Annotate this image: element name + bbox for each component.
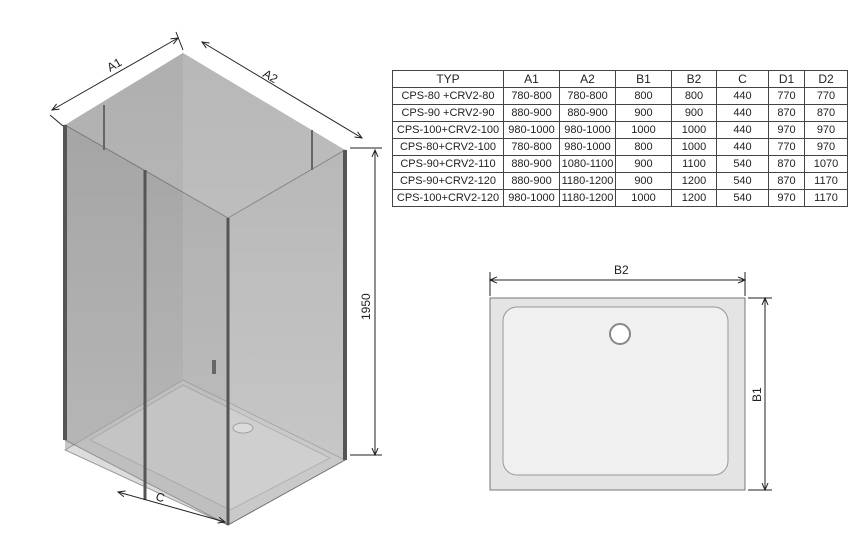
dim-a1-label: A1	[105, 55, 125, 75]
table-cell: 980-1000	[559, 121, 616, 139]
table-cell: CPS-90+CRV2-110	[392, 155, 504, 173]
table-cell: 900	[615, 104, 672, 122]
table-cell: CPS-90 +CRV2-90	[392, 104, 504, 122]
table-cell: CPS-80+CRV2-100	[392, 138, 504, 156]
table-cell: 900	[615, 155, 672, 173]
table-cell: 540	[716, 172, 769, 190]
table-cell: CPS-80 +CRV2-80	[392, 87, 504, 105]
table-cell: 1180-1200	[559, 189, 616, 207]
column-header: A1	[503, 70, 560, 88]
tray-drain-icon	[609, 323, 631, 345]
table-cell: 1000	[615, 121, 672, 139]
table-cell: 800	[615, 138, 672, 156]
dim-b2-label: B2	[614, 263, 629, 277]
column-header: B1	[615, 70, 672, 88]
table-cell: 770	[768, 138, 805, 156]
dim-b1-label: B1	[750, 387, 764, 402]
table-cell: 900	[615, 172, 672, 190]
table-cell: 1000	[671, 138, 717, 156]
shower-enclosure-3d	[63, 53, 347, 526]
column-header: TYP	[392, 70, 504, 88]
dimension-lines	[49, 31, 772, 522]
column-header: A2	[559, 70, 616, 88]
table-cell: 880-900	[503, 172, 560, 190]
table-cell: 1180-1200	[559, 172, 616, 190]
table-cell: 1000	[671, 121, 717, 139]
table-cell: 970	[768, 121, 805, 139]
table-cell: 880-900	[559, 104, 616, 122]
column-header: C	[716, 70, 769, 88]
table-cell: 1170	[804, 172, 848, 190]
table-cell: 770	[768, 87, 805, 105]
table-cell: 870	[768, 172, 805, 190]
table-cell: 440	[716, 121, 769, 139]
table-cell: 870	[768, 104, 805, 122]
table-cell: 880-900	[503, 104, 560, 122]
table-cell: 980-1000	[503, 121, 560, 139]
table-cell: 870	[768, 155, 805, 173]
table-cell: 880-900	[503, 155, 560, 173]
table-cell: 1200	[671, 189, 717, 207]
table-cell: 770	[804, 87, 848, 105]
table-cell: 870	[804, 104, 848, 122]
table-cell: 780-800	[559, 87, 616, 105]
table-cell: 1100	[671, 155, 717, 173]
column-header: D1	[768, 70, 805, 88]
table-cell: 440	[716, 138, 769, 156]
table-cell: 540	[716, 189, 769, 207]
table-cell: 970	[768, 189, 805, 207]
table-cell: CPS-100+CRV2-120	[392, 189, 504, 207]
table-cell: 800	[615, 87, 672, 105]
table-cell: 900	[671, 104, 717, 122]
dim-c-label: C	[154, 489, 167, 505]
table-cell: 440	[716, 87, 769, 105]
table-cell: 1070	[804, 155, 848, 173]
dim-height-label: 1950	[359, 293, 373, 320]
table-cell: 970	[804, 121, 848, 139]
table-cell: CPS-90+CRV2-120	[392, 172, 504, 190]
table-cell: 1170	[804, 189, 848, 207]
table-cell: 970	[804, 138, 848, 156]
table-cell: 980-1000	[503, 189, 560, 207]
table-cell: 780-800	[503, 138, 560, 156]
shower-tray-top-view	[489, 297, 746, 491]
table-cell: 1000	[615, 189, 672, 207]
table-cell: CPS-100+CRV2-100	[392, 121, 504, 139]
dim-a2-label: A2	[260, 67, 280, 87]
table-cell: 1200	[671, 172, 717, 190]
column-header: B2	[671, 70, 717, 88]
table-cell: 980-1000	[559, 138, 616, 156]
table-cell: 1080-1100	[559, 155, 616, 173]
table-cell: 540	[716, 155, 769, 173]
column-header: D2	[804, 70, 848, 88]
table-cell: 440	[716, 104, 769, 122]
table-cell: 780-800	[503, 87, 560, 105]
table-cell: 800	[671, 87, 717, 105]
